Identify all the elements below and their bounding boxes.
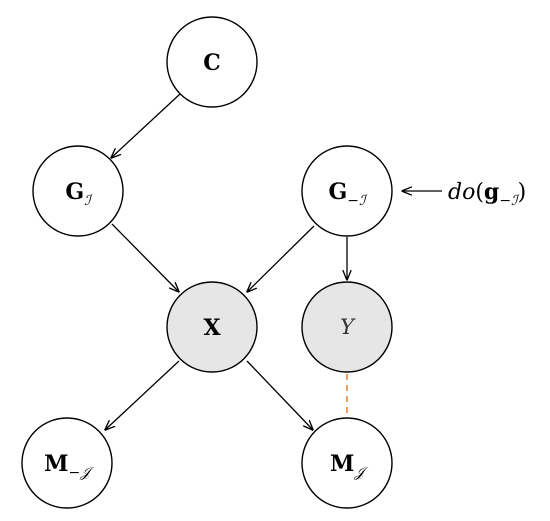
node-x: X bbox=[166, 281, 258, 373]
node-g-i: Gℐ bbox=[32, 145, 124, 237]
node-m-j: M𝒥 bbox=[301, 417, 393, 509]
edge-g-i-to-x bbox=[111, 223, 179, 292]
node-g-not-i-circle bbox=[301, 145, 393, 237]
node-g-not-i: G−ℐ bbox=[301, 145, 393, 237]
node-x-label: X bbox=[203, 315, 221, 341]
node-g-i-circle bbox=[32, 145, 124, 237]
node-m-not-j: M−𝒥 bbox=[21, 417, 113, 509]
node-m-not-j-label: M−𝒥 bbox=[44, 451, 95, 481]
node-m-not-j-circle bbox=[21, 417, 113, 509]
edge-g-not-i-to-x bbox=[247, 225, 315, 292]
node-g-i-label: Gℐ bbox=[65, 179, 93, 209]
node-y-circle bbox=[301, 281, 393, 373]
node-c-label: C bbox=[203, 50, 221, 76]
edge-x-to-m-j bbox=[246, 360, 313, 430]
edge-x-to-m-not-j bbox=[105, 360, 180, 430]
node-g-not-i-label: G−ℐ bbox=[328, 179, 368, 209]
node-y-label: Y bbox=[340, 315, 356, 339]
node-c-circle bbox=[166, 16, 258, 108]
intervention-label: do(g−ℐ) bbox=[448, 179, 526, 209]
edge-c-to-g-i bbox=[111, 93, 181, 158]
node-y: Y bbox=[301, 281, 393, 373]
node-m-j-circle bbox=[301, 417, 393, 509]
node-c: C bbox=[166, 16, 258, 108]
node-x-circle bbox=[166, 281, 258, 373]
